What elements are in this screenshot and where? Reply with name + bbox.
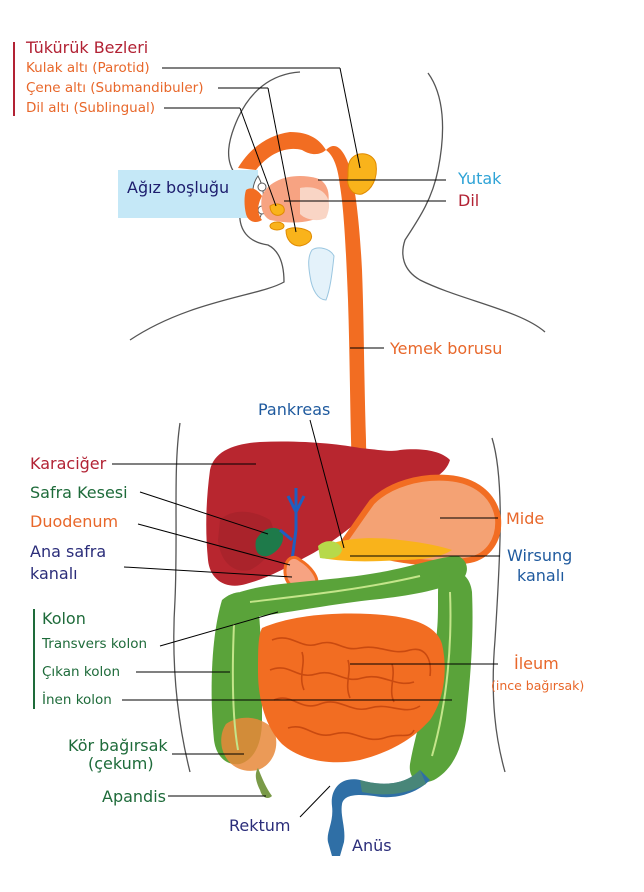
colon-label: Kolon — [42, 609, 86, 628]
small-intestine — [258, 613, 445, 763]
parotid-gland — [347, 153, 377, 195]
body-outline — [129, 71, 546, 773]
descending-colon-label: İnen kolon — [42, 692, 112, 708]
parotid-label: Kulak altı (Parotid) — [26, 60, 150, 76]
anus-label: Anüs — [352, 836, 392, 855]
duodenum-label: Duodenum — [30, 512, 119, 531]
rectum-fade — [360, 770, 426, 795]
wirsung-label-2: kanalı — [517, 566, 565, 585]
rectum-label: Rektum — [229, 816, 291, 835]
leader-lines — [112, 67, 500, 818]
lips — [244, 188, 262, 222]
appendix-label: Apandis — [102, 787, 166, 806]
nasal-passage — [238, 132, 326, 170]
cecum-label-2: (çekum) — [88, 754, 154, 773]
bile-duct-label-1: Ana safra — [30, 542, 107, 561]
wirsung-label-1: Wirsung — [507, 546, 573, 565]
gallbladder-shape — [255, 527, 284, 557]
bile-duct-label-2: kanalı — [30, 564, 78, 583]
colon-highlights — [231, 575, 452, 757]
sublingual-gland — [269, 203, 285, 216]
esophagus-shape — [326, 146, 384, 506]
ascending-colon-label: Çıkan kolon — [42, 664, 121, 680]
transverse-colon-label: Transvers kolon — [42, 636, 148, 652]
appendix-shape — [255, 768, 272, 798]
liver-lobe-shade — [218, 511, 274, 571]
submandibular-gland — [285, 227, 313, 247]
cecum-label-1: Kör bağırsak — [68, 736, 168, 755]
pancreas-label: Pankreas — [258, 400, 331, 419]
pharynx-label: Yutak — [458, 169, 502, 188]
small-intestine-folds — [269, 637, 432, 741]
sublingual-gland-small — [269, 221, 285, 231]
liver-label: Karaciğer — [30, 454, 107, 473]
colon-bracket — [33, 609, 35, 709]
gallbladder-label: Safra Kesesi — [30, 483, 128, 502]
esophagus-label: Yemek borusu — [390, 339, 503, 358]
pancreas-head — [318, 541, 342, 559]
salivary-glands-title: Tükürük Bezleri — [26, 38, 149, 57]
salivary-bracket — [13, 42, 15, 116]
stomach-label: Mide — [506, 509, 545, 528]
tongue-label: Dil — [458, 191, 480, 210]
tongue-fade — [300, 187, 330, 221]
sublingual-label: Dil altı (Sublingual) — [26, 100, 155, 116]
trachea — [308, 247, 335, 301]
mouth-label: Ağız boşluğu — [127, 178, 230, 197]
ileum-sub-label: (ince bağırsak) — [491, 678, 585, 693]
ileum-label: İleum — [514, 654, 559, 673]
submandibular-label: Çene altı (Submandibuler) — [26, 80, 204, 96]
oral-cavity-highlight — [118, 170, 258, 218]
transverse-colon — [240, 556, 467, 618]
